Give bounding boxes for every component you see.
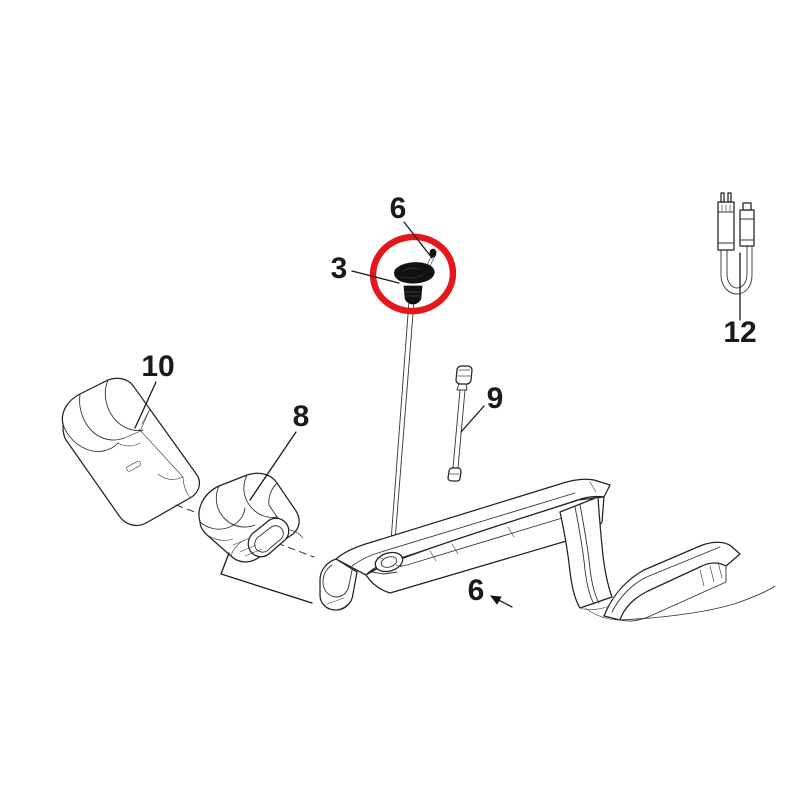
part-12-cable-assembly [717,192,755,295]
part-8-clamp-bracket [198,472,304,563]
callout-label-6-top: 6 [390,192,407,225]
leader-9 [460,405,485,433]
leader-8 [249,431,297,501]
callout-label-12: 12 [723,316,756,349]
callout-label-6-bottom: 6 [468,574,485,607]
leader-3 [351,270,400,284]
leader-6-top [403,221,433,259]
callout-leader-lines [134,221,741,608]
arrowhead-6-bottom [490,595,502,605]
frame-arm-body [319,478,776,622]
callout-labels: 6 3 10 8 9 12 6 [141,192,756,607]
part-10-handle-cover [61,377,200,527]
callout-label-9: 9 [487,382,504,415]
red-annotation-ellipse [369,233,457,315]
leader-10 [134,381,157,429]
part-8-leader-bracket [220,552,313,604]
callout-label-3: 3 [331,252,348,285]
callout-label-10: 10 [141,350,174,383]
callout-label-8: 8 [293,400,310,433]
part-6-shaft-pin [390,248,437,542]
part-9-connector-rod [447,365,473,482]
